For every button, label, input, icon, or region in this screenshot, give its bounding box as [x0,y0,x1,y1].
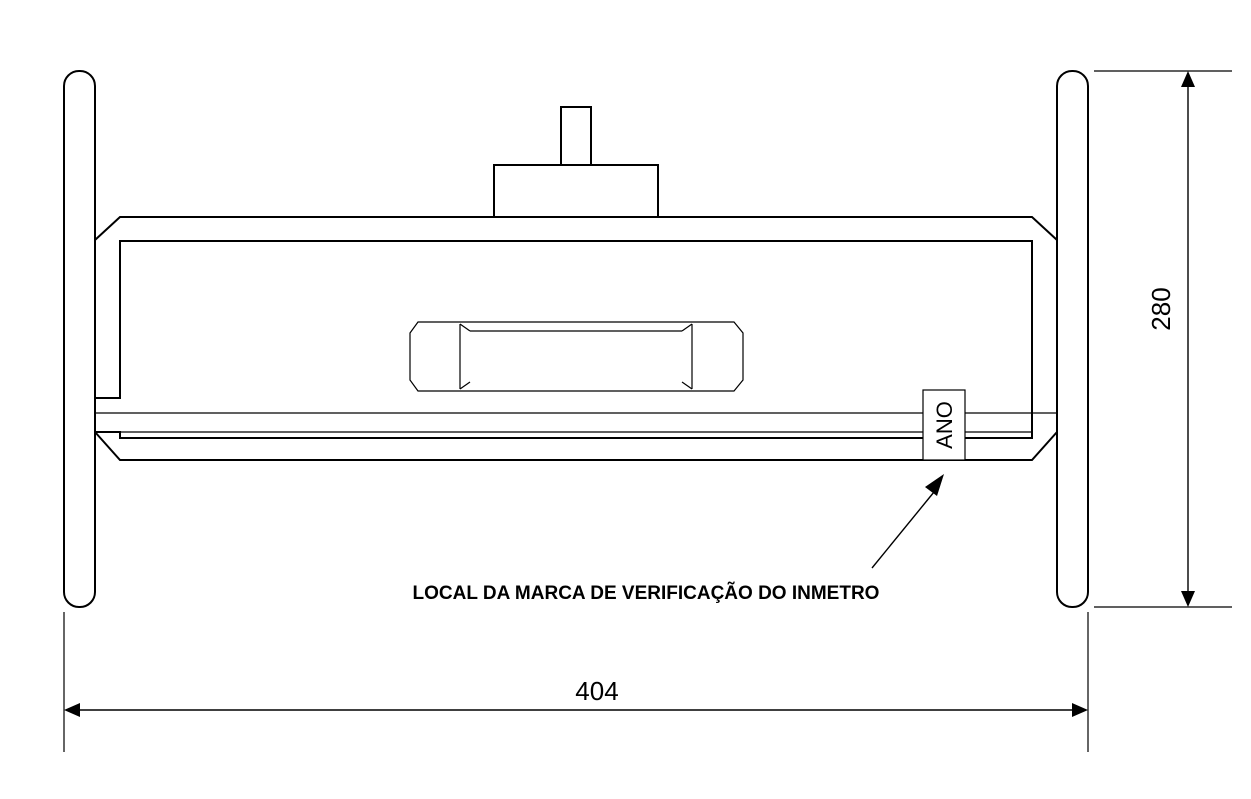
dim-arrow-bottom [1181,591,1195,607]
hex-nut-bevel-tr [681,323,693,332]
body-inner-contour [95,240,1033,439]
hex-nut-bevel-tl [459,323,471,332]
register-block [493,164,659,216]
body-outer-contour [94,216,1058,241]
right-flange [1056,70,1089,608]
register-stem [560,106,592,166]
hex-nut [409,321,744,392]
width-dimension-label: 404 [575,676,618,706]
callout-label: LOCAL DA MARCA DE VERIFICAÇÃO DO INMETRO [413,582,880,604]
callout-arrowhead [925,474,944,496]
body-outer-bottom [94,431,1058,461]
left-flange [63,70,96,608]
verification-mark-box [922,389,966,461]
year-label: ANO [932,401,957,449]
dim-arrow-left [64,703,80,717]
hex-nut-bevel-bl [459,381,471,390]
dim-arrow-top [1181,71,1195,87]
height-dimension-label: 280 [1146,287,1176,330]
callout-leader-line [871,491,935,569]
dim-arrow-right [1072,703,1088,717]
hex-nut-bevel-br [681,381,693,390]
